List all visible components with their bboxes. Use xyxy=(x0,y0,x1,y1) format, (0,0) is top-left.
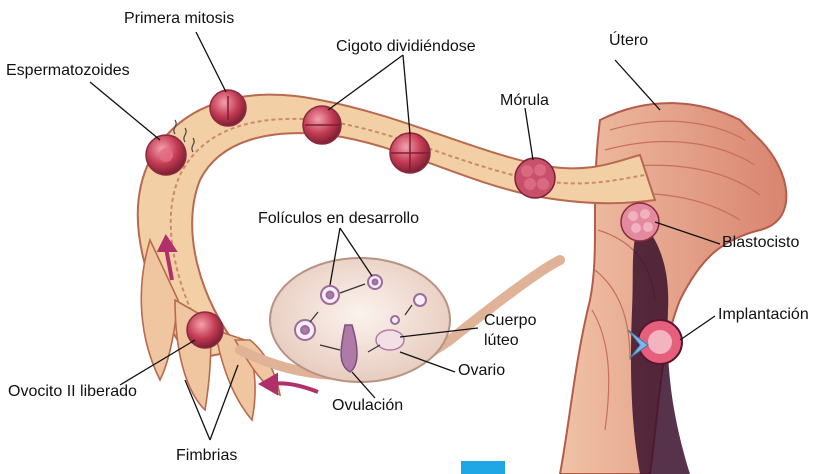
label-utero: Útero xyxy=(609,32,648,50)
morula-cell xyxy=(515,158,555,198)
ovocito-cell xyxy=(187,312,223,348)
ovary xyxy=(270,258,450,382)
corpus-luteum xyxy=(376,330,404,350)
label-primera-mitosis: Primera mitosis xyxy=(124,10,234,28)
label-espermatozoides: Espermatozoides xyxy=(6,62,130,80)
label-cuerpo: Cuerpo xyxy=(484,312,536,330)
label-ovocito: Ovocito II liberado xyxy=(8,383,137,401)
label-blastocisto: Blastocisto xyxy=(722,234,799,252)
blastocisto-cell xyxy=(621,203,659,241)
label-ovario: Ovario xyxy=(458,362,505,380)
label-cigoto: Cigoto dividiéndose xyxy=(336,38,476,56)
ovulation-rupture xyxy=(341,325,357,372)
label-ovulacion: Ovulación xyxy=(332,397,403,415)
label-implantacion: Implantación xyxy=(718,306,809,324)
label-foliculos: Folículos en desarrollo xyxy=(258,210,419,228)
accent-square xyxy=(461,461,505,474)
label-fimbrias: Fimbrias xyxy=(176,447,237,465)
label-morula: Mórula xyxy=(500,92,549,110)
label-luteo: lúteo xyxy=(484,332,519,350)
